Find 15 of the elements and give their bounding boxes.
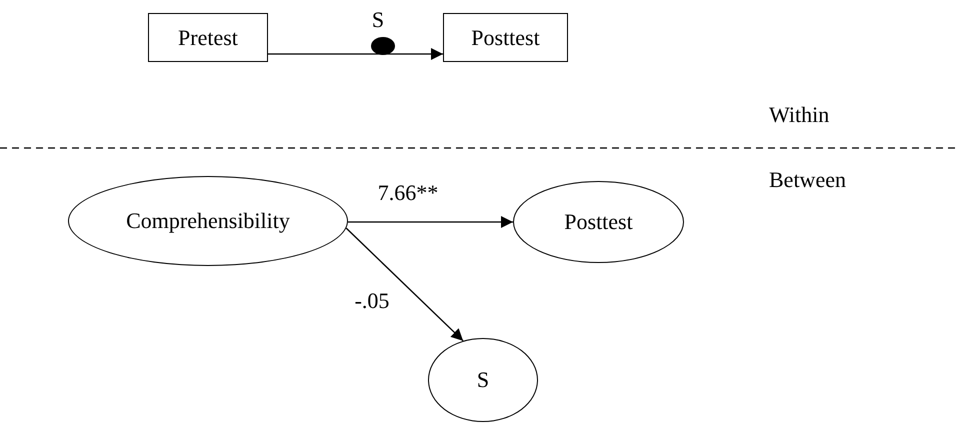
latent-ellipse — [428, 338, 538, 422]
node-label: Comprehensibility — [126, 208, 290, 234]
node-label: S — [476, 367, 490, 393]
level-label: Within — [769, 104, 830, 126]
node-label: Pretest — [178, 24, 238, 50]
variable-box — [443, 13, 568, 62]
node-label: Posttest — [564, 209, 633, 235]
latent-ellipse — [68, 176, 348, 266]
arrow — [348, 216, 513, 228]
level-label: Between — [769, 169, 846, 191]
pretest-box — [148, 13, 268, 62]
arrow — [268, 48, 443, 60]
node-label: Posttest — [471, 24, 540, 50]
arrow — [346, 228, 464, 342]
latent-ellipse — [513, 181, 684, 263]
